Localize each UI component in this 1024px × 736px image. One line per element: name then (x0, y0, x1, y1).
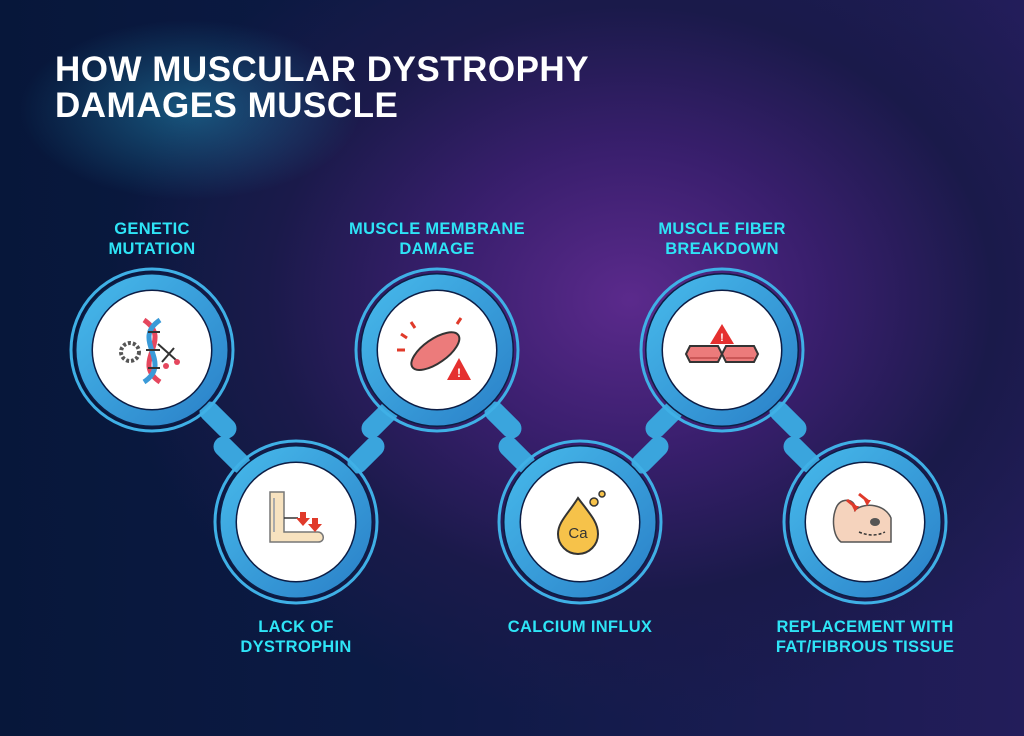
svg-text:!: ! (720, 332, 724, 344)
svg-text:Ca: Ca (568, 525, 588, 542)
step-node-muscle-membrane-damage: ! (356, 269, 518, 431)
step-label-line: REPLACEMENT WITH (776, 618, 954, 636)
torn-fiber-warning-icon: ! (684, 324, 760, 363)
step-label-line: MUTATION (108, 240, 196, 258)
step-label-line: DAMAGE (399, 240, 475, 258)
step-label-muscle-fiber-breakdown: MUSCLE FIBER BREAKDOWN (632, 219, 812, 259)
step-node-calcium-influx: Ca (499, 441, 661, 603)
title-line-2: DAMAGES MUSCLE (55, 86, 399, 125)
step-label-line: GENETIC (114, 220, 190, 238)
step-label-genetic-mutation: GENETIC MUTATION (82, 219, 222, 259)
step-label-replacement-fat-fibrous: REPLACEMENT WITH FAT/FIBROUS TISSUE (755, 617, 975, 657)
step-label-line: MUSCLE FIBER (658, 220, 786, 238)
page-title: HOW MUSCULAR DYSTROPHY DAMAGES MUSCLE (55, 52, 589, 124)
step-node-genetic-mutation (71, 269, 233, 431)
svg-text:!: ! (457, 366, 461, 380)
dna-scissors-icon (119, 317, 180, 385)
step-label-line: LACK OF (258, 618, 334, 636)
step-node-lack-of-dystrophin (215, 441, 377, 603)
title-line-1: HOW MUSCULAR DYSTROPHY (55, 50, 590, 89)
damaged-muscle-warning-icon: ! (397, 317, 471, 380)
arm-muscle-down-arrows-icon (269, 491, 324, 543)
step-label-muscle-membrane-damage: MUSCLE MEMBRANE DAMAGE (327, 219, 547, 259)
step-node-replacement-fat-fibrous (784, 441, 946, 603)
step-label-line: FAT/FIBROUS TISSUE (775, 638, 955, 656)
calcium-drop-icon: Ca (556, 490, 606, 555)
step-label-line: MUSCLE MEMBRANE (349, 220, 525, 238)
step-label-line: DYSTROPHIN (240, 638, 352, 656)
step-label-line: BREAKDOWN (665, 240, 779, 258)
bicep-fat-icon (832, 492, 892, 543)
step-label-lack-of-dystrophin: LACK OF DYSTROPHIN (216, 617, 376, 657)
step-label-calcium-influx: CALCIUM INFLUX (480, 617, 680, 637)
step-label-line: CALCIUM INFLUX (507, 618, 653, 636)
step-node-muscle-fiber-breakdown: ! (641, 269, 803, 431)
